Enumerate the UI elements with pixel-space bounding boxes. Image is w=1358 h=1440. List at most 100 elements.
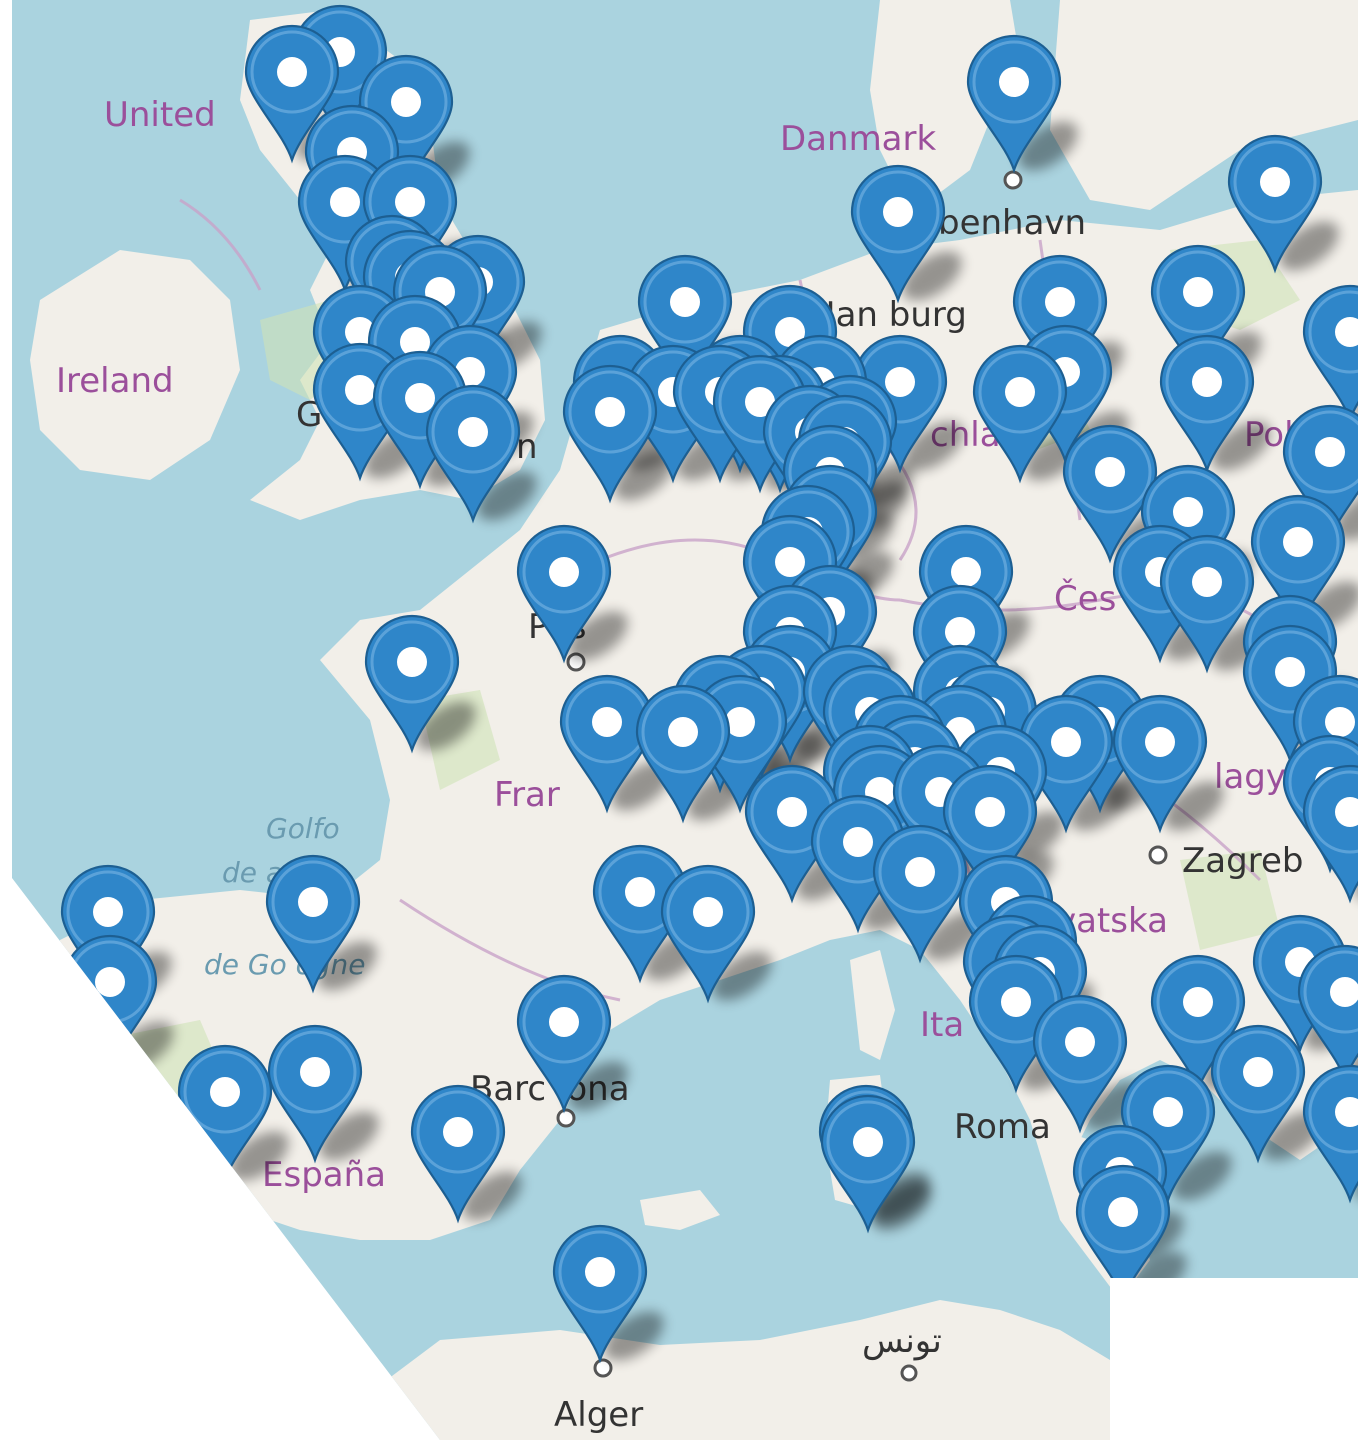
marker-body xyxy=(872,824,968,964)
map-pin-icon[interactable] xyxy=(552,1224,648,1364)
map-pin-icon[interactable] xyxy=(1242,624,1338,764)
marker-highlight xyxy=(183,1050,267,1134)
marker-dot xyxy=(1243,1057,1273,1087)
marker-shadow xyxy=(1334,491,1358,541)
map-pin-icon[interactable] xyxy=(1302,764,1358,904)
marker-dot xyxy=(397,647,427,677)
marker-highlight xyxy=(972,40,1056,124)
marker-shadow xyxy=(319,1111,379,1161)
marker-shadow xyxy=(614,451,674,501)
map-pin-icon[interactable] xyxy=(1120,1064,1216,1204)
map-pin-icon[interactable] xyxy=(942,764,1038,904)
city-dot-alger xyxy=(593,1358,613,1378)
map-pin-icon[interactable] xyxy=(410,1084,506,1224)
map-pin-icon[interactable] xyxy=(1297,944,1358,1084)
marker-dot xyxy=(595,397,625,427)
marker-shadow xyxy=(1164,781,1224,831)
marker-dot xyxy=(1192,367,1222,397)
label-ireland: Ireland xyxy=(56,361,174,401)
map-pin-icon[interactable] xyxy=(1159,534,1255,674)
marker-dot xyxy=(725,707,755,737)
marker-shadow xyxy=(1279,221,1339,271)
marker-dot xyxy=(975,797,1005,827)
map-pin-icon[interactable] xyxy=(1032,994,1128,1134)
map-pin-icon[interactable] xyxy=(1150,244,1246,384)
land-north-africa xyxy=(360,1300,1110,1440)
map-pin-icon[interactable] xyxy=(810,794,906,934)
map-pin-icon[interactable] xyxy=(364,614,460,754)
map-pin-icon[interactable] xyxy=(592,844,688,984)
label-danmark: Danmark xyxy=(780,119,936,159)
land-ireland xyxy=(30,250,240,480)
land-sweden xyxy=(1050,0,1358,210)
map-pin-icon[interactable] xyxy=(516,524,612,664)
city-dot-barcelona xyxy=(556,1108,576,1128)
marker-dot xyxy=(693,897,723,927)
map-pin-icon[interactable] xyxy=(244,24,340,164)
map-pin-icon[interactable] xyxy=(635,684,731,824)
marker-dot xyxy=(883,197,913,227)
map-pin-icon[interactable] xyxy=(267,1024,363,1164)
map-pin-icon[interactable] xyxy=(559,674,655,814)
map-pin-icon[interactable] xyxy=(637,254,733,394)
label-golfo-1: Golfo xyxy=(266,812,340,845)
marker-dot xyxy=(1260,167,1290,197)
marker-layer[interactable] xyxy=(60,4,1358,1364)
marker-dot xyxy=(1283,527,1313,557)
map-pin-icon[interactable] xyxy=(562,364,658,504)
map-pin-icon[interactable] xyxy=(966,34,1062,174)
map-pin-icon[interactable] xyxy=(1159,334,1255,474)
map-pin-icon[interactable] xyxy=(872,824,968,964)
map-pin-icon[interactable] xyxy=(660,864,756,1004)
land-corsica xyxy=(850,950,895,1060)
marker-body xyxy=(562,364,658,504)
map-pin-icon[interactable] xyxy=(1150,954,1246,1094)
marker-shadow xyxy=(1018,121,1078,171)
marker-highlight xyxy=(1233,140,1317,224)
marker-body xyxy=(516,974,612,1114)
marker-highlight xyxy=(1156,250,1240,334)
map-pin-icon[interactable] xyxy=(1075,1164,1171,1304)
map-pin-icon[interactable] xyxy=(60,864,156,1004)
map-pin-icon[interactable] xyxy=(850,164,946,304)
marker-highlight xyxy=(1081,1170,1165,1254)
label-united-kingdom: United xyxy=(104,95,216,135)
marker-shadow xyxy=(712,951,772,1001)
map-pin-icon[interactable] xyxy=(1250,494,1346,634)
map-pin-icon[interactable] xyxy=(1112,694,1208,834)
marker-body xyxy=(1012,254,1108,394)
marker-dot xyxy=(775,547,805,577)
marker-dot xyxy=(999,67,1029,97)
marker-highlight xyxy=(643,260,727,344)
map-pin-icon[interactable] xyxy=(1210,1024,1306,1164)
map-pin-icon[interactable] xyxy=(1227,134,1323,274)
marker-highlight xyxy=(1308,1070,1358,1154)
map-pin-icon[interactable] xyxy=(1282,404,1358,544)
map-pin-icon[interactable] xyxy=(62,934,158,1074)
marker-dot xyxy=(93,897,123,927)
map-pin-icon[interactable] xyxy=(712,354,808,494)
marker-shadow xyxy=(462,1171,522,1221)
marker-highlight xyxy=(364,60,448,144)
marker-highlight xyxy=(856,170,940,254)
marker-dot xyxy=(1051,727,1081,757)
label-tunis: تونس xyxy=(862,1321,942,1361)
map-pin-icon[interactable] xyxy=(1018,694,1114,834)
marker-body xyxy=(635,684,731,824)
map-pin-icon[interactable] xyxy=(972,344,1068,484)
marker-dot xyxy=(1005,377,1035,407)
label-cesko: Čes xyxy=(1054,578,1116,619)
map-pin-icon[interactable] xyxy=(265,854,361,994)
marker-highlight xyxy=(1248,630,1332,714)
marker-body xyxy=(1150,954,1246,1094)
map-pin-icon[interactable] xyxy=(425,384,521,524)
map-pin-icon[interactable] xyxy=(820,1094,916,1234)
marker-highlight xyxy=(250,30,334,114)
marker-dot xyxy=(1095,457,1125,487)
map-pin-icon[interactable] xyxy=(516,974,612,1114)
marker-body xyxy=(60,864,156,1004)
marker-body xyxy=(942,764,1038,904)
marker-shadow xyxy=(568,611,628,661)
